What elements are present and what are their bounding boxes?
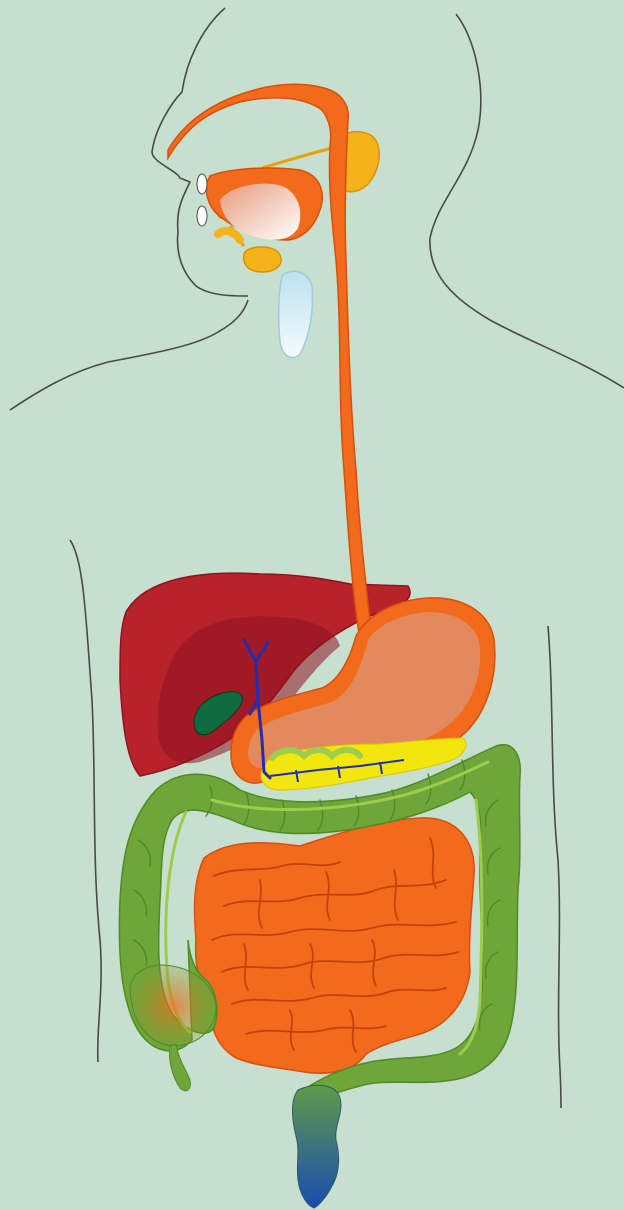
submandibular-gland: [244, 247, 282, 272]
lingual-gland: [218, 231, 240, 240]
torso-left: [70, 540, 101, 1062]
esophagus: [168, 84, 372, 647]
teeth: [197, 174, 207, 226]
neck-left: [10, 300, 248, 410]
rectum: [293, 1085, 341, 1208]
face-profile: [152, 8, 248, 296]
torso-right: [548, 626, 561, 1108]
appendix: [169, 1044, 190, 1091]
trachea: [279, 271, 313, 357]
upper-tooth: [197, 174, 207, 194]
neck-right: [430, 14, 624, 388]
lower-tooth: [197, 206, 207, 226]
small-intestine-mass: [194, 818, 474, 1073]
small-intestine: [194, 818, 474, 1073]
